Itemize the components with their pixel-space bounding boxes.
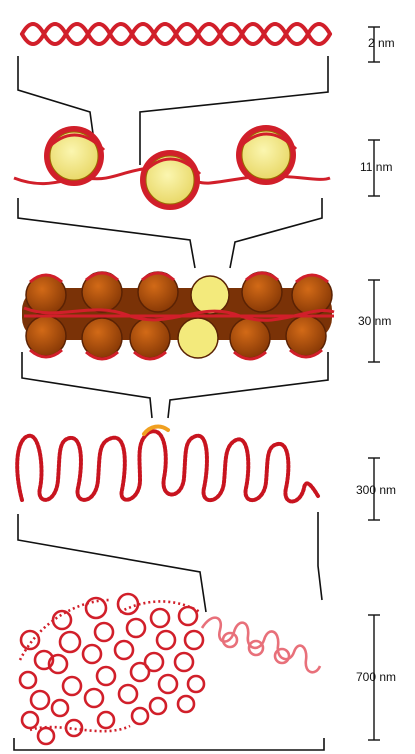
looped-domains [17,427,318,502]
zoom-connector-4 [18,512,322,612]
dna-double-helix [22,24,330,44]
scale-label-300nm: 300 nm [356,483,396,497]
fading-coils [202,618,320,673]
nucleosome-3 [236,125,296,185]
chromatin-fiber [22,272,334,359]
scale-label-700nm: 700 nm [356,670,396,684]
scale-bar-icon [368,27,380,740]
scale-label-11nm: 11 nm [360,160,392,174]
bottom-bracket [14,738,324,750]
condensed-chromosome [20,594,320,744]
nucleosome-string [14,125,330,210]
nucleosome-2 [140,150,200,210]
scale-label-30nm: 30 nm [358,314,391,328]
dense-coils [20,594,204,744]
scale-label-2nm: 2 nm [368,36,395,50]
nucleosome-1 [44,126,104,186]
zoom-connector-3 [22,352,328,418]
